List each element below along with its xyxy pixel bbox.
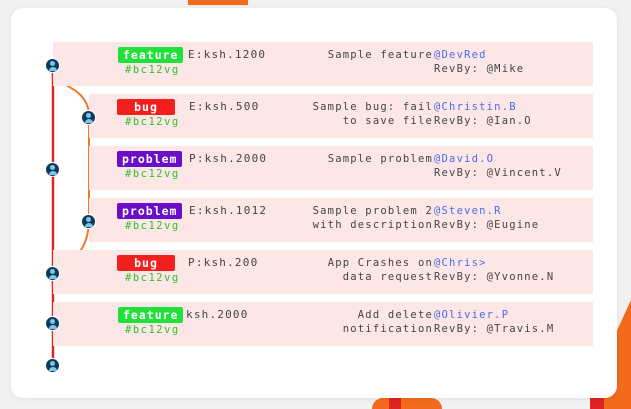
description-line-1: Sample bug: fail (312, 101, 433, 113)
author-link[interactable]: @Christin.B (434, 101, 517, 113)
commit-code: P:ksh.200 (188, 256, 259, 269)
user-avatar-icon[interactable] (45, 266, 60, 281)
description-line-2: data request (342, 271, 433, 283)
commit-code: ksh.2000 (186, 308, 249, 321)
user-avatar-icon[interactable] (45, 316, 60, 331)
commit-description: App Crashes on data request (263, 256, 433, 284)
type-badge: feature (118, 47, 184, 63)
commit-description: Sample bug: fail to save file (263, 100, 433, 128)
commit-row[interactable]: feature #bc12vg ksh.2000 Add delete noti… (53, 302, 593, 346)
type-badge: problem (117, 203, 183, 219)
decoration-top (188, 0, 248, 5)
commit-hash: #bc12vg (125, 220, 180, 232)
description-line-1: Sample problem 2 (312, 205, 433, 217)
author-link[interactable]: @Olivier.P (434, 309, 510, 321)
user-avatar-icon[interactable] (81, 110, 96, 125)
commit-code: E:ksh.1012 (189, 204, 268, 217)
commit-row[interactable]: bug #bc12vg E:ksh.500 Sample bug: fail t… (89, 94, 593, 138)
commit-code: P:ksh.2000 (189, 152, 268, 165)
reviewer-text: RevBy: @Vincent.V (434, 167, 562, 179)
reviewer-text: RevBy: @Yvonne.N (434, 271, 555, 283)
description-line-2: with description (312, 219, 433, 231)
commit-description: Add delete notification (263, 308, 433, 336)
commit-hash: #bc12vg (125, 116, 180, 128)
author-link[interactable]: @Chris> (434, 257, 487, 269)
commit-hash: #bc12vg (125, 324, 180, 336)
commit-code: E:ksh.500 (189, 100, 260, 113)
commit-author: @Steven.R RevBy: @Eugine (434, 204, 539, 232)
reviewer-text: RevBy: @Mike (434, 63, 525, 75)
commit-row[interactable]: problem #bc12vg P:ksh.2000 Sample proble… (89, 146, 593, 190)
commit-row[interactable]: feature #bc12vg E:ksh.1200 Sample featur… (53, 42, 593, 86)
reviewer-text: RevBy: @Travis.M (434, 323, 555, 335)
commit-row[interactable]: problem #bc12vg E:ksh.1012 Sample proble… (89, 198, 593, 242)
user-avatar-icon[interactable] (81, 214, 96, 229)
type-badge: feature (118, 307, 184, 323)
type-badge: problem (117, 151, 183, 167)
author-link[interactable]: @DevRed (434, 49, 487, 61)
commit-row[interactable]: bug #bc12vg P:ksh.200 App Crashes on dat… (53, 250, 593, 294)
description-line-1: Sample problem (327, 153, 433, 165)
description-line-2: to save file (342, 115, 433, 127)
type-badge: bug (117, 99, 175, 115)
description-line-1: App Crashes on (327, 257, 433, 269)
commit-author: @David.O RevBy: @Vincent.V (434, 152, 562, 180)
user-avatar-icon[interactable] (45, 162, 60, 177)
commit-hash: #bc12vg (125, 168, 180, 180)
commit-code: E:ksh.1200 (188, 48, 267, 61)
commit-history-card: feature #bc12vg E:ksh.1200 Sample featur… (11, 8, 617, 398)
commit-author: @Christin.B RevBy: @Ian.O (434, 100, 532, 128)
decoration-bottom (372, 398, 442, 409)
commit-description: Sample problem 2 with description (263, 204, 433, 232)
description-line-2: notification (342, 323, 433, 335)
user-avatar-icon[interactable] (45, 358, 60, 373)
commit-author: @DevRed RevBy: @Mike (434, 48, 524, 76)
author-link[interactable]: @David.O (434, 153, 495, 165)
decoration-bottom-bar (389, 398, 401, 409)
commit-description: Sample problem (263, 152, 433, 166)
description-line-1: Add delete (357, 309, 433, 321)
commit-author: @Olivier.P RevBy: @Travis.M (434, 308, 554, 336)
description-line-1: Sample feature (327, 49, 433, 61)
commit-hash: #bc12vg (125, 64, 180, 76)
reviewer-text: RevBy: @Eugine (434, 219, 540, 231)
user-avatar-icon[interactable] (45, 58, 60, 73)
commit-description: Sample feature (263, 48, 433, 62)
commit-hash: #bc12vg (125, 272, 180, 284)
type-badge: bug (117, 255, 175, 271)
reviewer-text: RevBy: @Ian.O (434, 115, 532, 127)
author-link[interactable]: @Steven.R (434, 205, 502, 217)
commit-author: @Chris> RevBy: @Yvonne.N (434, 256, 554, 284)
